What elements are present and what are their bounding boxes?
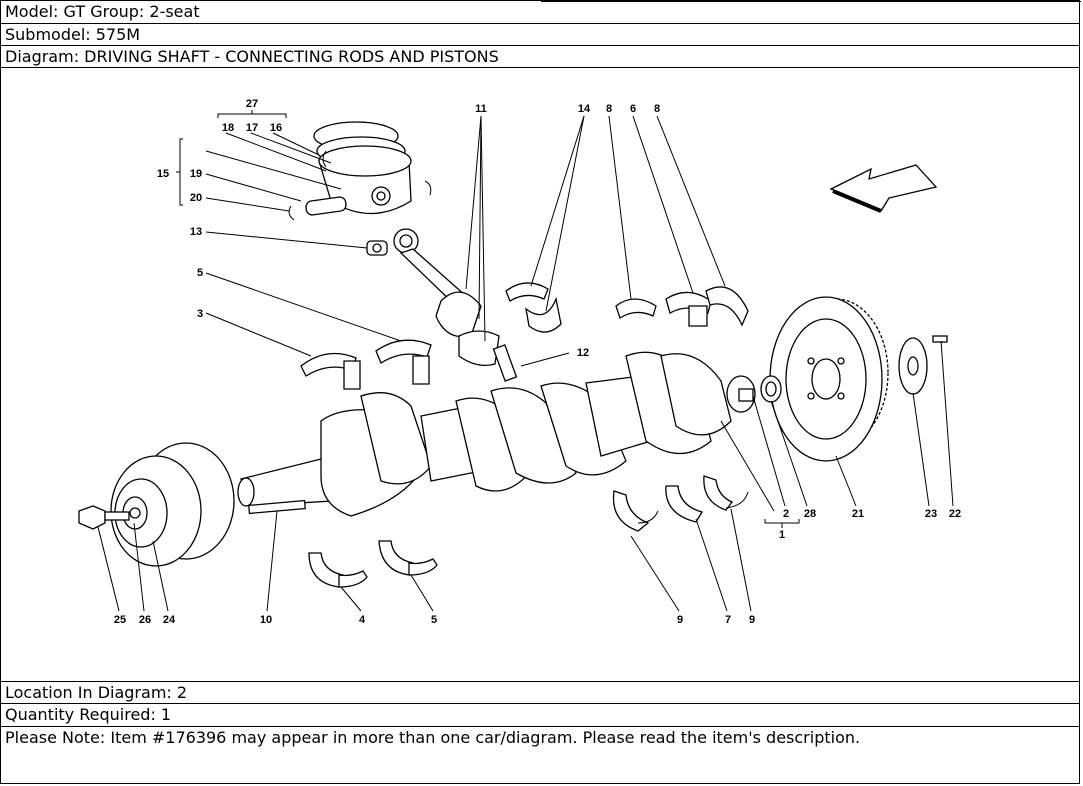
callout-14: 14: [578, 103, 591, 115]
exploded-parts-diagram: 27 18 17 16 15 19 20 13 5 3 11 14 8 6 8 …: [1, 68, 1079, 680]
direction-arrow-icon: [829, 164, 938, 213]
model-line: Model: GT Group: 2-seat: [1, 1, 1079, 24]
callout-7: 7: [725, 614, 731, 626]
diagram-title: Diagram: DRIVING SHAFT - CONNECTING RODS…: [1, 46, 1079, 68]
location-in-diagram: Location In Diagram: 2: [1, 681, 1079, 704]
leader-lines: [97, 110, 954, 612]
flywheel-drawing: [760, 296, 948, 462]
callout-6: 6: [630, 103, 636, 115]
callout-17: 17: [246, 122, 258, 134]
callout-9-left: 9: [677, 614, 683, 626]
submodel-line: Submodel: 575M: [1, 24, 1079, 46]
pulley-damper-drawing: [78, 442, 235, 567]
callout-28: 28: [804, 508, 816, 520]
callout-23: 23: [925, 508, 937, 520]
callout-5-upper: 5: [197, 267, 203, 279]
callout-8-left: 8: [606, 103, 612, 115]
callout-3: 3: [197, 308, 203, 320]
callout-19: 19: [190, 168, 202, 180]
bearing-shells-upper: [300, 282, 749, 390]
bearing-shells-lower: [308, 475, 749, 588]
callout-2: 2: [783, 508, 789, 520]
callout-13: 13: [190, 226, 202, 238]
callout-4: 4: [359, 614, 366, 626]
callout-27: 27: [246, 98, 258, 110]
callout-26: 26: [139, 614, 151, 626]
please-note: Please Note: Item #176396 may appear in …: [5, 728, 861, 747]
callout-9-right: 9: [749, 614, 755, 626]
piston-drawing: [288, 121, 432, 256]
top-rule: [541, 1, 1081, 2]
connecting-rod-drawing: [393, 228, 518, 382]
callout-24: 24: [163, 614, 176, 626]
callout-8-right: 8: [654, 103, 660, 115]
callout-16: 16: [270, 122, 282, 134]
callout-22: 22: [949, 508, 961, 520]
callout-10: 10: [260, 614, 272, 626]
callout-18: 18: [222, 122, 234, 134]
callout-1: 1: [779, 529, 785, 541]
callout-20: 20: [190, 192, 202, 204]
callout-25: 25: [114, 614, 126, 626]
callout-5-lower: 5: [431, 614, 437, 626]
quantity-required: Quantity Required: 1: [1, 704, 1079, 727]
callout-15: 15: [157, 168, 169, 180]
callout-labels: 27 18 17 16 15 19 20 13 5 3 11 14 8 6 8 …: [114, 98, 961, 626]
crankshaft-drawing: [237, 351, 756, 517]
callout-21: 21: [852, 508, 864, 520]
callout-12: 12: [577, 347, 589, 359]
callout-11: 11: [475, 103, 487, 115]
